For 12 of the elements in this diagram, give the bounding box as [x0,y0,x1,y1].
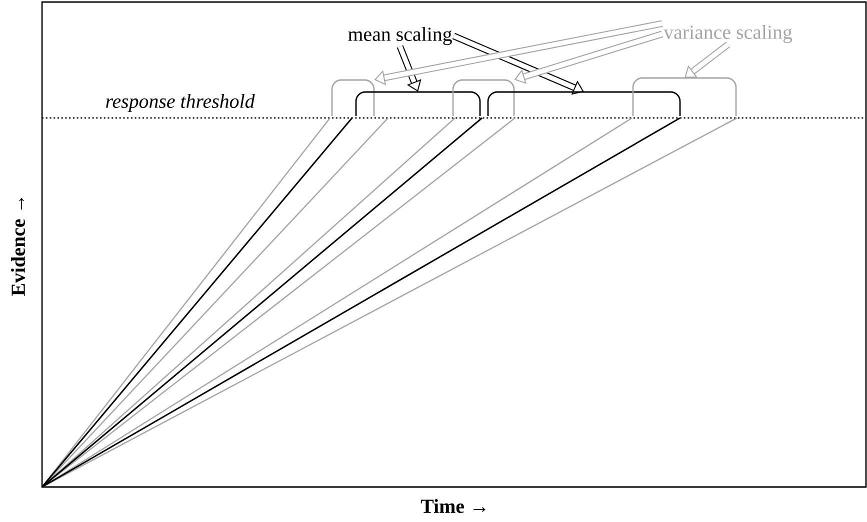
block-arrow [684,42,730,78]
block-arrow [452,32,584,95]
bracket [452,79,515,116]
bracket [487,91,681,116]
bracket [331,79,375,116]
axis-label: Time → [420,499,486,513]
axis-label: Evidence → [11,198,26,296]
annotation-text: variance scaling [664,24,792,44]
bracket [632,77,737,116]
annotation-text: mean scaling [348,26,452,46]
bracket [355,91,481,116]
threshold-label: response threshold [106,94,255,112]
